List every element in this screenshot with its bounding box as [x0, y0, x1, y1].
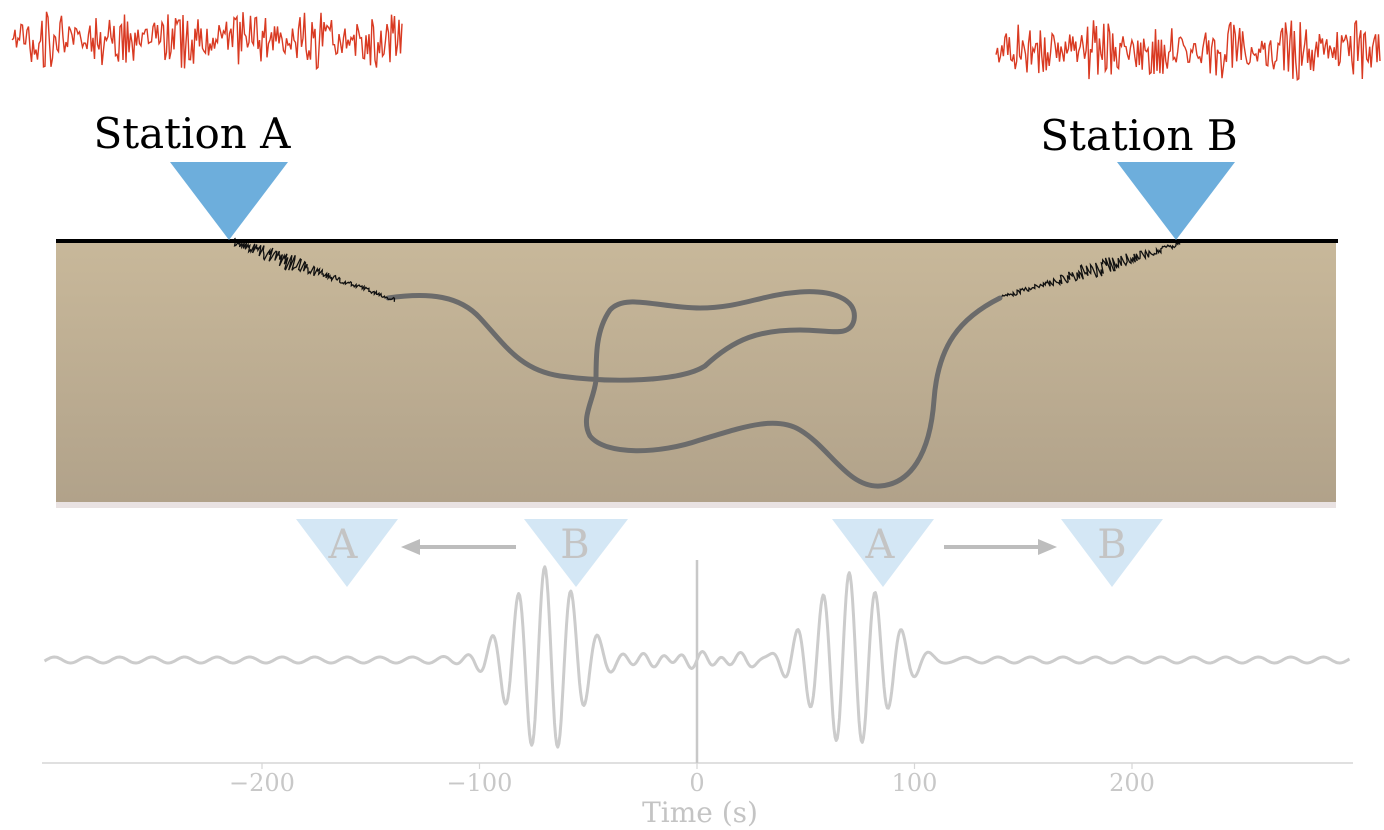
x-tick-label: 0	[689, 769, 704, 797]
faded-triangle-a-left	[296, 519, 398, 587]
arrow-left-head	[401, 539, 420, 555]
station-a-triangle	[170, 162, 288, 240]
x-tick-label: 200	[1109, 769, 1155, 797]
x-tick-label: −200	[229, 769, 295, 797]
faded-triangle-b-right-label: B	[1097, 522, 1126, 568]
faded-triangle-b-left	[524, 519, 628, 587]
station-a-recorded-trace	[11, 11, 403, 71]
x-tick-label: −100	[447, 769, 513, 797]
station-b-recorded-trace	[995, 20, 1381, 81]
subsurface-bottom-edge	[56, 502, 1336, 508]
faded-triangle-a-right-label: A	[865, 522, 896, 568]
station-b-label: Station B	[1040, 111, 1238, 160]
station-b-triangle	[1117, 162, 1235, 240]
faded-triangle-a-right	[832, 519, 934, 587]
arrow-right-head	[1038, 539, 1057, 555]
scattered-wave-path	[385, 289, 1003, 489]
faded-triangle-a-left-label: A	[328, 522, 359, 568]
faded-triangle-b-right	[1061, 519, 1163, 587]
faded-triangle-b-left-label: B	[560, 522, 589, 568]
x-axis-title: Time (s)	[642, 796, 758, 829]
x-tick-label: 100	[892, 769, 938, 797]
station-a-label: Station A	[93, 109, 291, 158]
station-b-arrival-wiggle	[1001, 240, 1181, 298]
station-a-arrival-wiggle	[231, 237, 396, 302]
correlation-waveform	[43, 565, 1351, 749]
